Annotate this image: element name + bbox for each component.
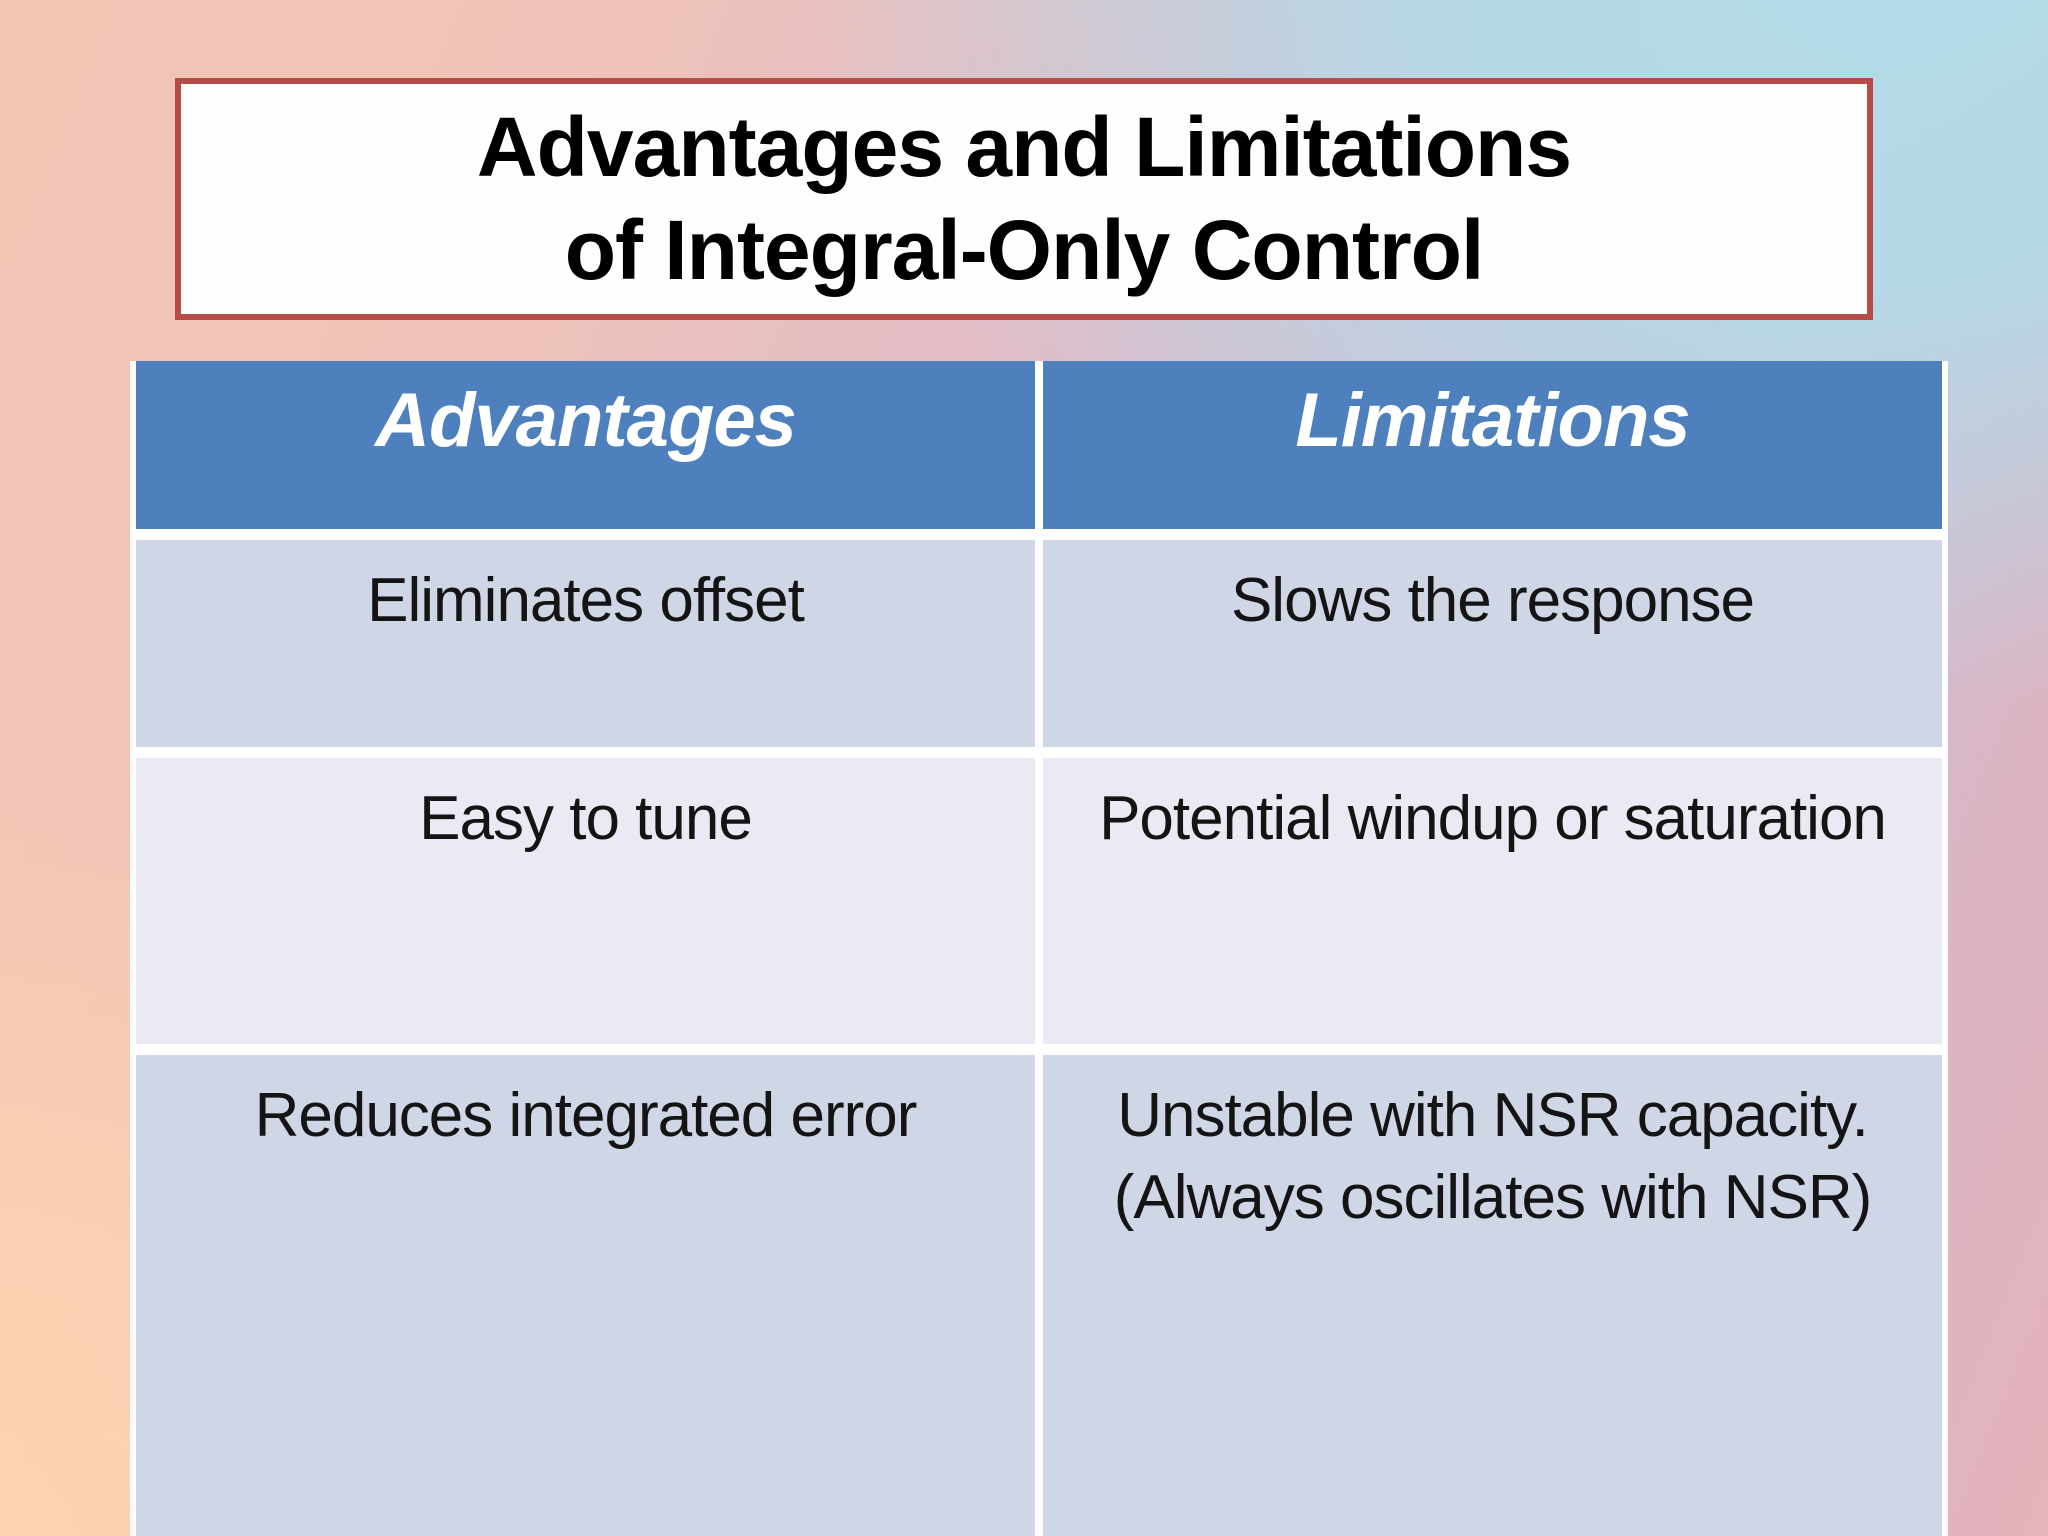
table-row: Eliminates offset [136,540,1035,747]
title-box: Advantages and Limitations of Integral-O… [175,78,1873,320]
table-row: Reduces integrated error [136,1055,1035,1536]
table-row: Easy to tune [136,758,1035,1044]
title-line-1: Advantages and Limitations [476,99,1572,194]
advantage-2: Easy to tune [419,784,753,853]
table-row: Potential windup or saturation [1043,758,1942,1044]
header-label-limitations: Limitations [1295,378,1690,463]
table-grid: Advantages Limitations Eliminates offset… [136,361,1942,1536]
limitation-1: Slows the response [1230,566,1755,635]
header-cell-advantages: Advantages [136,361,1035,529]
table-row: Slows the response [1043,540,1942,747]
title-line-2: of Integral-Only Control [564,203,1485,297]
limitation-3: Unstable with NSR capacity. (Always osci… [1113,1081,1873,1232]
table-row: Unstable with NSR capacity. (Always osci… [1043,1055,1942,1536]
advantage-3: Reduces integrated error [254,1081,918,1150]
header-cell-limitations: Limitations [1043,361,1942,529]
advantage-1: Eliminates offset [367,566,805,635]
header-label-advantages: Advantages [375,378,797,463]
comparison-table: Advantages Limitations Eliminates offset… [130,361,1948,1536]
limitation-2: Potential windup or saturation [1099,784,1887,853]
